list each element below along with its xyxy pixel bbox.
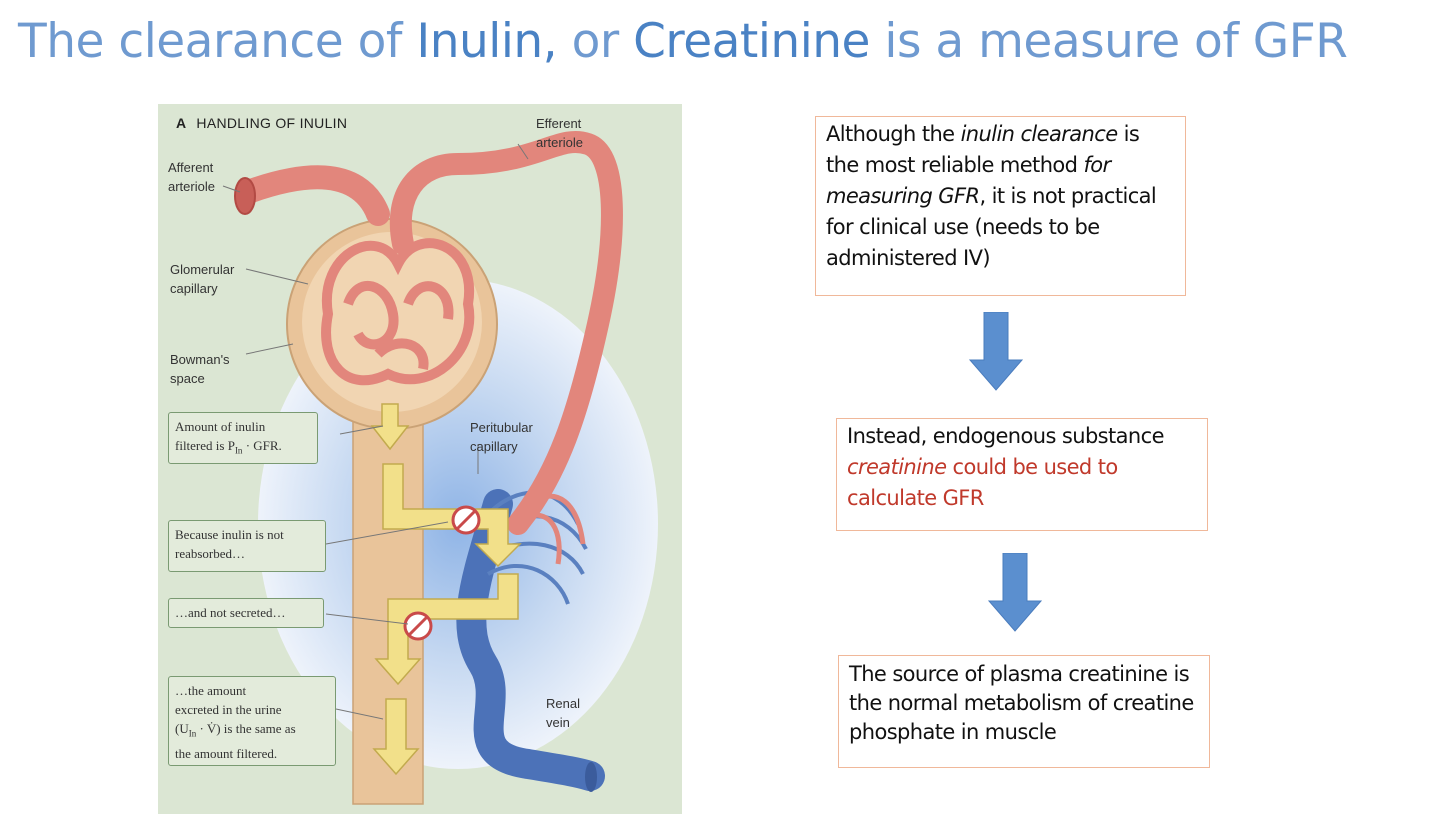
callout-excreted-line4: the amount filtered. [175, 745, 278, 761]
box2-text-3: could be used to calculate GFR [847, 455, 1118, 510]
slide-title: The clearance of Inulin, or Creatinine i… [18, 14, 1348, 69]
no-reabsorption-symbol [451, 505, 481, 535]
callout-excreted-line3a: (U [175, 721, 189, 736]
label-bowmans-space: Bowman's space [170, 352, 230, 386]
callout-filtered-line1: Amount of inulin [175, 419, 266, 434]
creatinine-alternative-box: Instead, endogenous substance creatinine… [836, 418, 1208, 531]
callout-excreted-line2: excreted in the urine [175, 702, 282, 717]
callout-excreted-line1: …the amount [175, 683, 247, 698]
callout-excreted-line3b: · V̇) is the same as [196, 721, 296, 736]
no-secretion-symbol [403, 611, 433, 641]
inulin-clearance-box: Although the inulin clearance is the mos… [815, 116, 1186, 296]
down-arrow-icon-2 [987, 553, 1043, 632]
box1-text-3: is the most reliable method [826, 122, 1140, 177]
renal-vein [456, 489, 605, 791]
label-afferent-arteriole: Afferent arteriole [168, 160, 215, 194]
callout-filtered: Amount of inulin filtered is PIn · GFR. [168, 412, 318, 464]
callout-not-reabsorbed: Because inulin is not reabsorbed… [168, 520, 326, 572]
label-renal-vein: Renal vein [546, 696, 580, 730]
afferent-arteriole [236, 165, 390, 226]
glomerular-tuft [321, 238, 475, 386]
creatinine-source-box: The source of plasma creatinine is the n… [838, 655, 1210, 768]
renal-vein-opening [585, 762, 597, 792]
label-efferent-arteriole: Efferent arteriole [536, 116, 583, 150]
efferent-arteriole [389, 130, 623, 535]
title-part-1: The clearance of [18, 14, 417, 69]
inulin-handling-figure: A HANDLING OF INULIN Efferent arteriole A… [158, 104, 682, 814]
label-glomerular-capillary: Glomerular capillary [170, 262, 235, 296]
box1-text-1: Although the [826, 122, 961, 146]
figure-heading-text: HANDLING OF INULIN [196, 115, 348, 131]
callout-filtered-subscript: In [234, 445, 243, 456]
box1-text-inulin-clearance: inulin clearance [960, 122, 1119, 146]
box2-text-creatinine: creatinine [847, 455, 947, 479]
box1-text-5: , it is not practical for clinical use (… [826, 184, 1157, 270]
title-creatinine: Creatinine [633, 14, 870, 69]
efferent-branches [517, 493, 586, 565]
nephron-illustration [222, 130, 658, 805]
box2-text-1: Instead, endogenous substance [847, 424, 1164, 448]
callout-filtered-line2: filtered is P [175, 438, 235, 453]
figure-heading: A HANDLING OF INULIN [176, 114, 347, 133]
callout-excreted: …the amount excreted in the urine (UIn ·… [168, 676, 336, 766]
leader-lines [222, 143, 529, 720]
label-peritubular-capillary: Peritubular capillary [470, 420, 533, 454]
figure-heading-letter: A [176, 115, 187, 131]
title-part-3: or [557, 14, 634, 69]
box1-text-measuring-gfr: for measuring GFR [826, 153, 1111, 208]
title-inulin: Inulin, [416, 14, 558, 69]
down-arrow-icon [968, 312, 1024, 391]
callout-excreted-subscript: In [188, 728, 197, 739]
afferent-opening [234, 177, 256, 215]
callout-filtered-line2-end: · GFR. [242, 438, 282, 453]
callout-not-secreted: …and not secreted… [168, 598, 324, 628]
title-part-5: is a measure of GFR [869, 14, 1348, 69]
box3-text: The source of plasma creatinine is the n… [849, 662, 1194, 744]
